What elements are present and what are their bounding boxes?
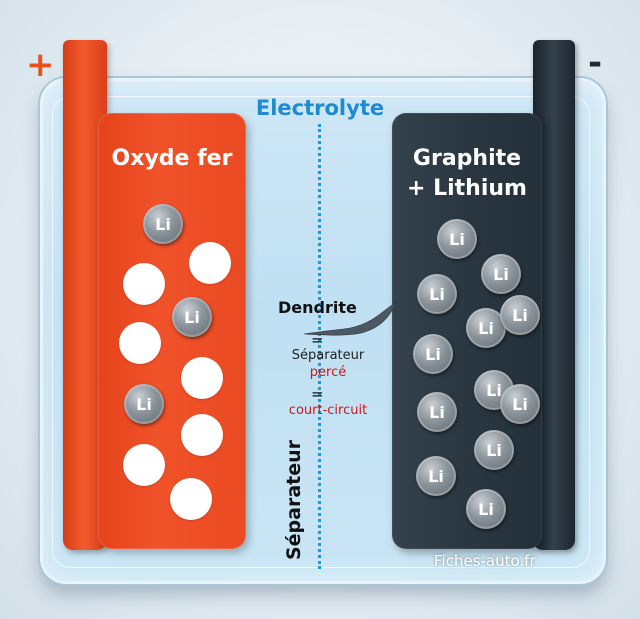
lithium-ion-icon: Li bbox=[416, 456, 456, 496]
anode-label-line2: + Lithium bbox=[407, 176, 527, 201]
lithium-ion-icon: Li bbox=[124, 384, 164, 424]
lithium-ion-icon: Li bbox=[437, 219, 477, 259]
short-circuit-text: court-circuit bbox=[288, 403, 368, 418]
lithium-ion-icon: Li bbox=[466, 489, 506, 529]
lithium-ion-icon: Li bbox=[172, 297, 212, 337]
lithium-ion-icon: Li bbox=[417, 274, 457, 314]
equals-sign-1: = bbox=[311, 331, 324, 349]
vacancy-icon bbox=[119, 322, 161, 364]
vacancy-icon bbox=[181, 414, 223, 456]
cathode-electrode bbox=[98, 113, 246, 549]
vacancy-icon bbox=[181, 357, 223, 399]
lithium-ion-icon: Li bbox=[474, 430, 514, 470]
equals-sign-2: = bbox=[311, 385, 324, 403]
anode-label-line1: Graphite bbox=[412, 146, 522, 171]
lithium-ion-icon: Li bbox=[481, 254, 521, 294]
dendrite-icon bbox=[303, 301, 397, 336]
lithium-ion-icon: Li bbox=[500, 295, 540, 335]
watermark: Fiches-auto.fr bbox=[434, 552, 536, 570]
separator-line bbox=[318, 124, 321, 569]
separator-pierced-text: Séparateur bbox=[291, 348, 365, 363]
container-rim bbox=[52, 96, 590, 568]
lithium-ion-icon: Li bbox=[143, 204, 183, 244]
lithium-ion-icon: Li bbox=[500, 384, 540, 424]
anode-label: Graphite + Lithium bbox=[392, 144, 542, 204]
dendrite-title: Dendrite bbox=[278, 298, 357, 317]
vacancy-icon bbox=[123, 444, 165, 486]
lithium-ion-icon: Li bbox=[413, 334, 453, 374]
negative-sign: - bbox=[588, 43, 603, 83]
vacancy-icon bbox=[170, 478, 212, 520]
lithium-ion-icon: Li bbox=[466, 308, 506, 348]
electrolyte-title: Electrolyte bbox=[255, 96, 385, 120]
cathode-label: Oxyde fer bbox=[111, 146, 233, 171]
vacancy-icon bbox=[123, 263, 165, 305]
separator-label: Séparateur bbox=[283, 439, 305, 561]
lithium-ion-icon: Li bbox=[417, 392, 457, 432]
positive-sign: + bbox=[26, 45, 55, 85]
vacancy-icon bbox=[189, 242, 231, 284]
pierced-text: percé bbox=[309, 365, 347, 380]
